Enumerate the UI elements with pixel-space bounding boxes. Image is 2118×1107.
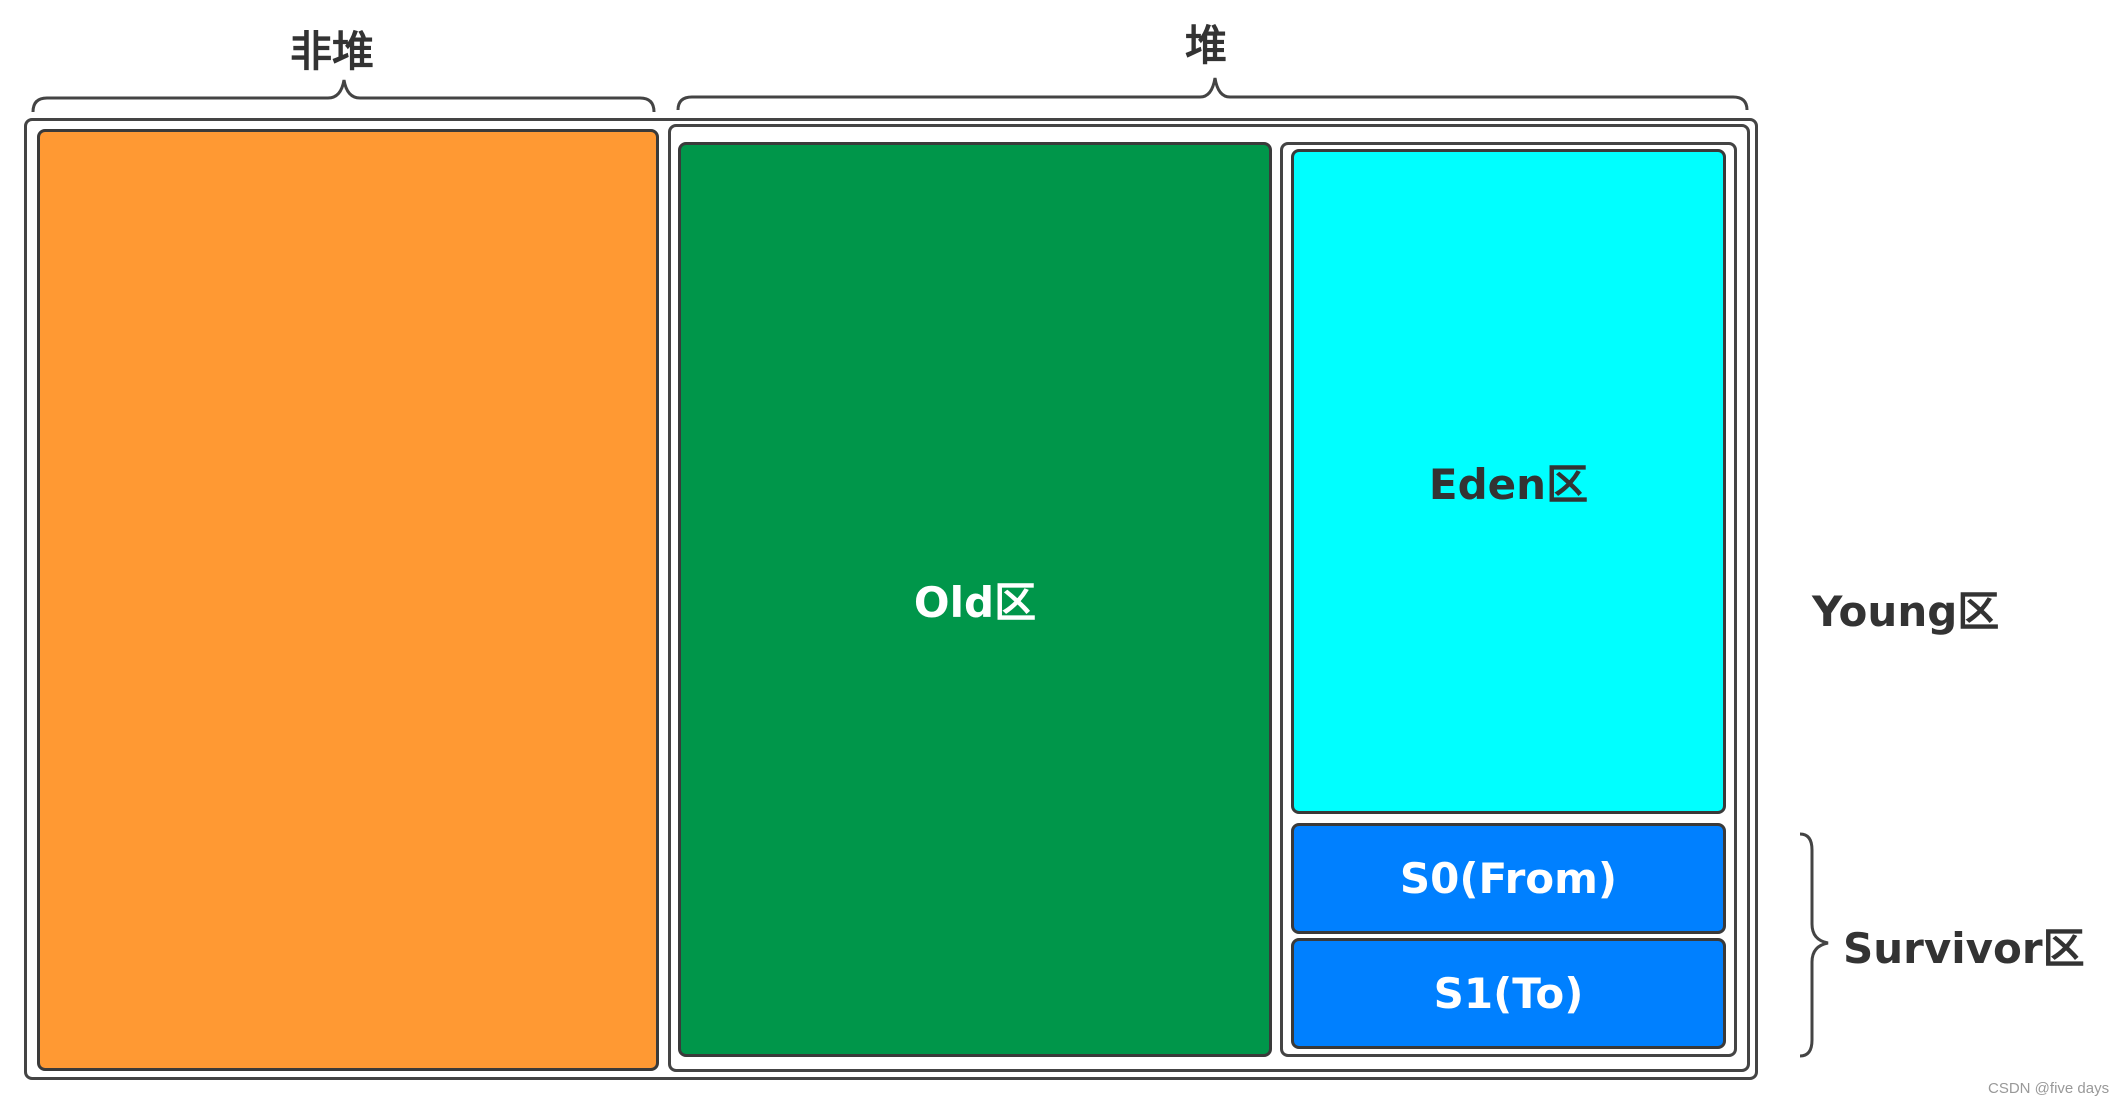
- survivor-label: Survivor区: [1843, 924, 2085, 973]
- young-label: Young区: [1812, 587, 2000, 636]
- eden-region: Eden区: [1291, 149, 1726, 814]
- watermark-text: CSDN @five days: [1988, 1080, 2110, 1097]
- s0-from-region: S0(From): [1291, 823, 1726, 934]
- memory-outer-frame: [24, 118, 1758, 1080]
- heap-label: 堆: [1185, 21, 1228, 70]
- non-heap-block: [37, 129, 659, 1071]
- heap-frame: [668, 124, 1750, 1072]
- non-heap-label: 非堆: [290, 27, 375, 76]
- survivor-brace: [1799, 832, 1829, 1058]
- young-frame: [1280, 142, 1737, 1057]
- old-region: Old区: [678, 142, 1272, 1057]
- heap-brace: [676, 77, 1749, 111]
- s1-to-region: S1(To): [1291, 938, 1726, 1049]
